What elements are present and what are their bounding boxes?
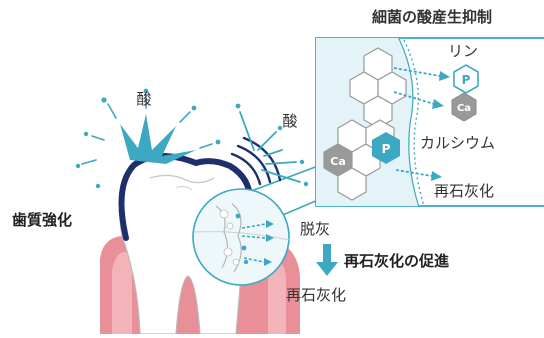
- acid-label-right: 酸: [282, 112, 297, 130]
- tooth-strengthen-label: 歯質強化: [12, 211, 72, 229]
- phosphorus-ion-symbol: P: [462, 73, 471, 87]
- remineralization-arrow: [316, 244, 338, 276]
- magnifier-circle: [193, 189, 290, 285]
- demineralization-label: 脱灰: [300, 220, 330, 238]
- calcium-ion-symbol: Ca: [457, 103, 471, 114]
- phosphorus-label: リン: [448, 42, 478, 60]
- inhibition-title: 細菌の酸産生抑制: [372, 8, 492, 26]
- remineralization-bottom-label: 再石灰化: [286, 286, 346, 304]
- calcium-ion-in-crystal: Ca: [330, 155, 346, 168]
- phosphorus-ion-in-crystal: P: [382, 142, 391, 156]
- calcium-label: カルシウム: [420, 134, 495, 152]
- promote-remineralization-label: 再石灰化の促進: [344, 252, 450, 270]
- zoom-box: P Ca P Ca リン カルシウム: [316, 38, 544, 206]
- acid-label-left: 酸: [136, 90, 151, 108]
- remineralization-box-label: 再石灰化: [434, 182, 494, 200]
